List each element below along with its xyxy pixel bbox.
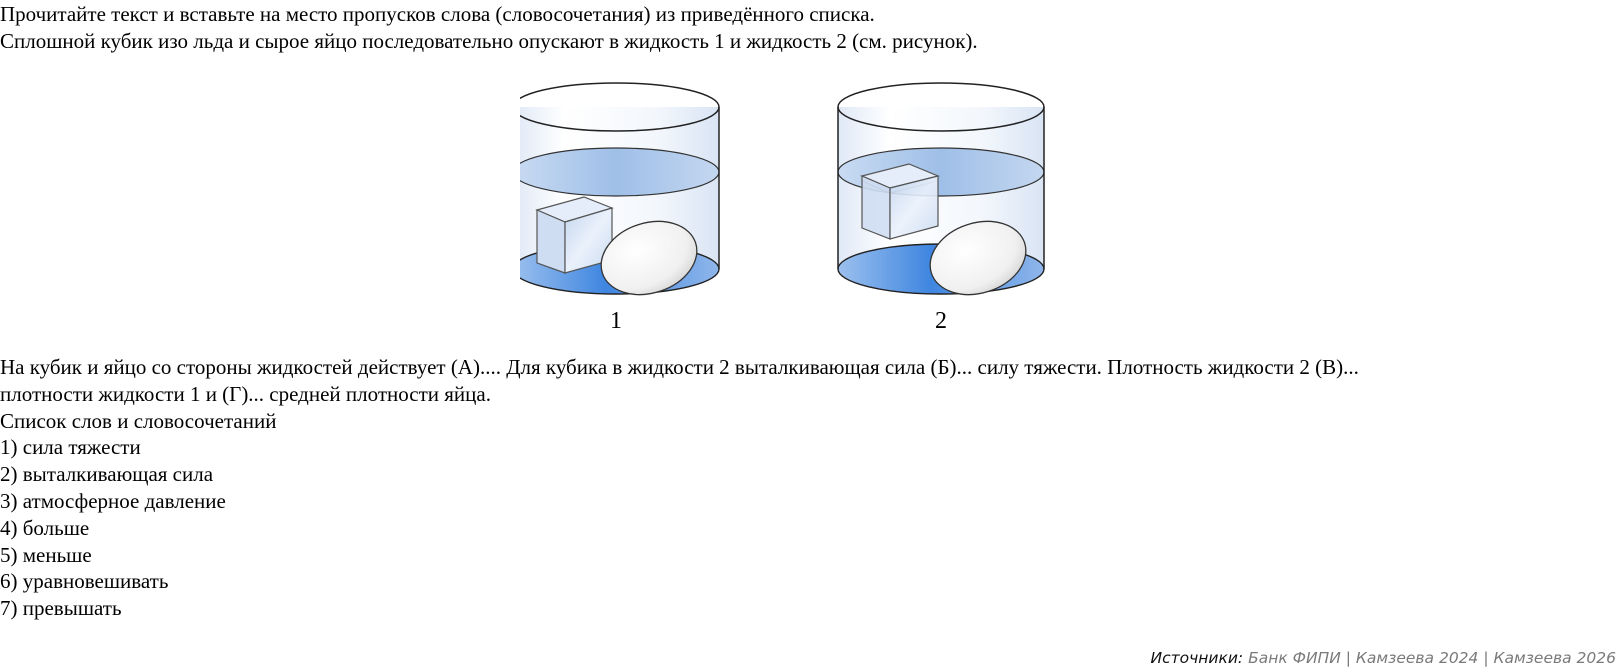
vessels-illustration: [520, 82, 1045, 296]
vessel-2-label: 2: [935, 308, 947, 334]
word-list-item: 3) атмосферное давление: [0, 488, 226, 513]
word-list-item: 2) выталкивающая сила: [0, 462, 214, 487]
sources-label: Источники:: [1150, 649, 1244, 667]
vessel-1-label: 1: [610, 308, 622, 334]
setup-text: Сплошной кубик изо льда и сырое яйцо пос…: [0, 28, 978, 53]
word-list-item: 5) меньше: [0, 542, 92, 567]
sources-list: Банк ФИПИ | Камзеева 2024 | Камзеева 202…: [1243, 649, 1616, 667]
task-header: Прочитайте текст и вставьте на место про…: [0, 1, 1616, 55]
instruction-text: Прочитайте текст и вставьте на место про…: [0, 2, 875, 26]
word-list-item: 4) больше: [0, 515, 90, 540]
gap-text-line-2: плотности жидкости 1 и (Г)... средней пл…: [0, 381, 491, 406]
word-list-item: 1) сила тяжести: [0, 435, 141, 460]
task-body: На кубик и яйцо со стороны жидкостей дей…: [0, 354, 1616, 622]
vessel-2: [837, 82, 1045, 296]
word-list-item: 7) превышать: [0, 596, 122, 621]
sources-footer: Источники: Банк ФИПИ | Камзеева 2024 | К…: [1150, 645, 1616, 672]
vessel-1: [520, 82, 720, 296]
gap-text-line-1: На кубик и яйцо со стороны жидкостей дей…: [0, 355, 1359, 379]
word-list: 1) сила тяжести 2) выталкивающая сила 3)…: [0, 434, 1616, 622]
word-list-title: Список слов и словосочетаний: [0, 408, 277, 433]
word-list-item: 6) уравновешивать: [0, 569, 169, 594]
vessels-figure: 1 2: [520, 82, 1080, 344]
